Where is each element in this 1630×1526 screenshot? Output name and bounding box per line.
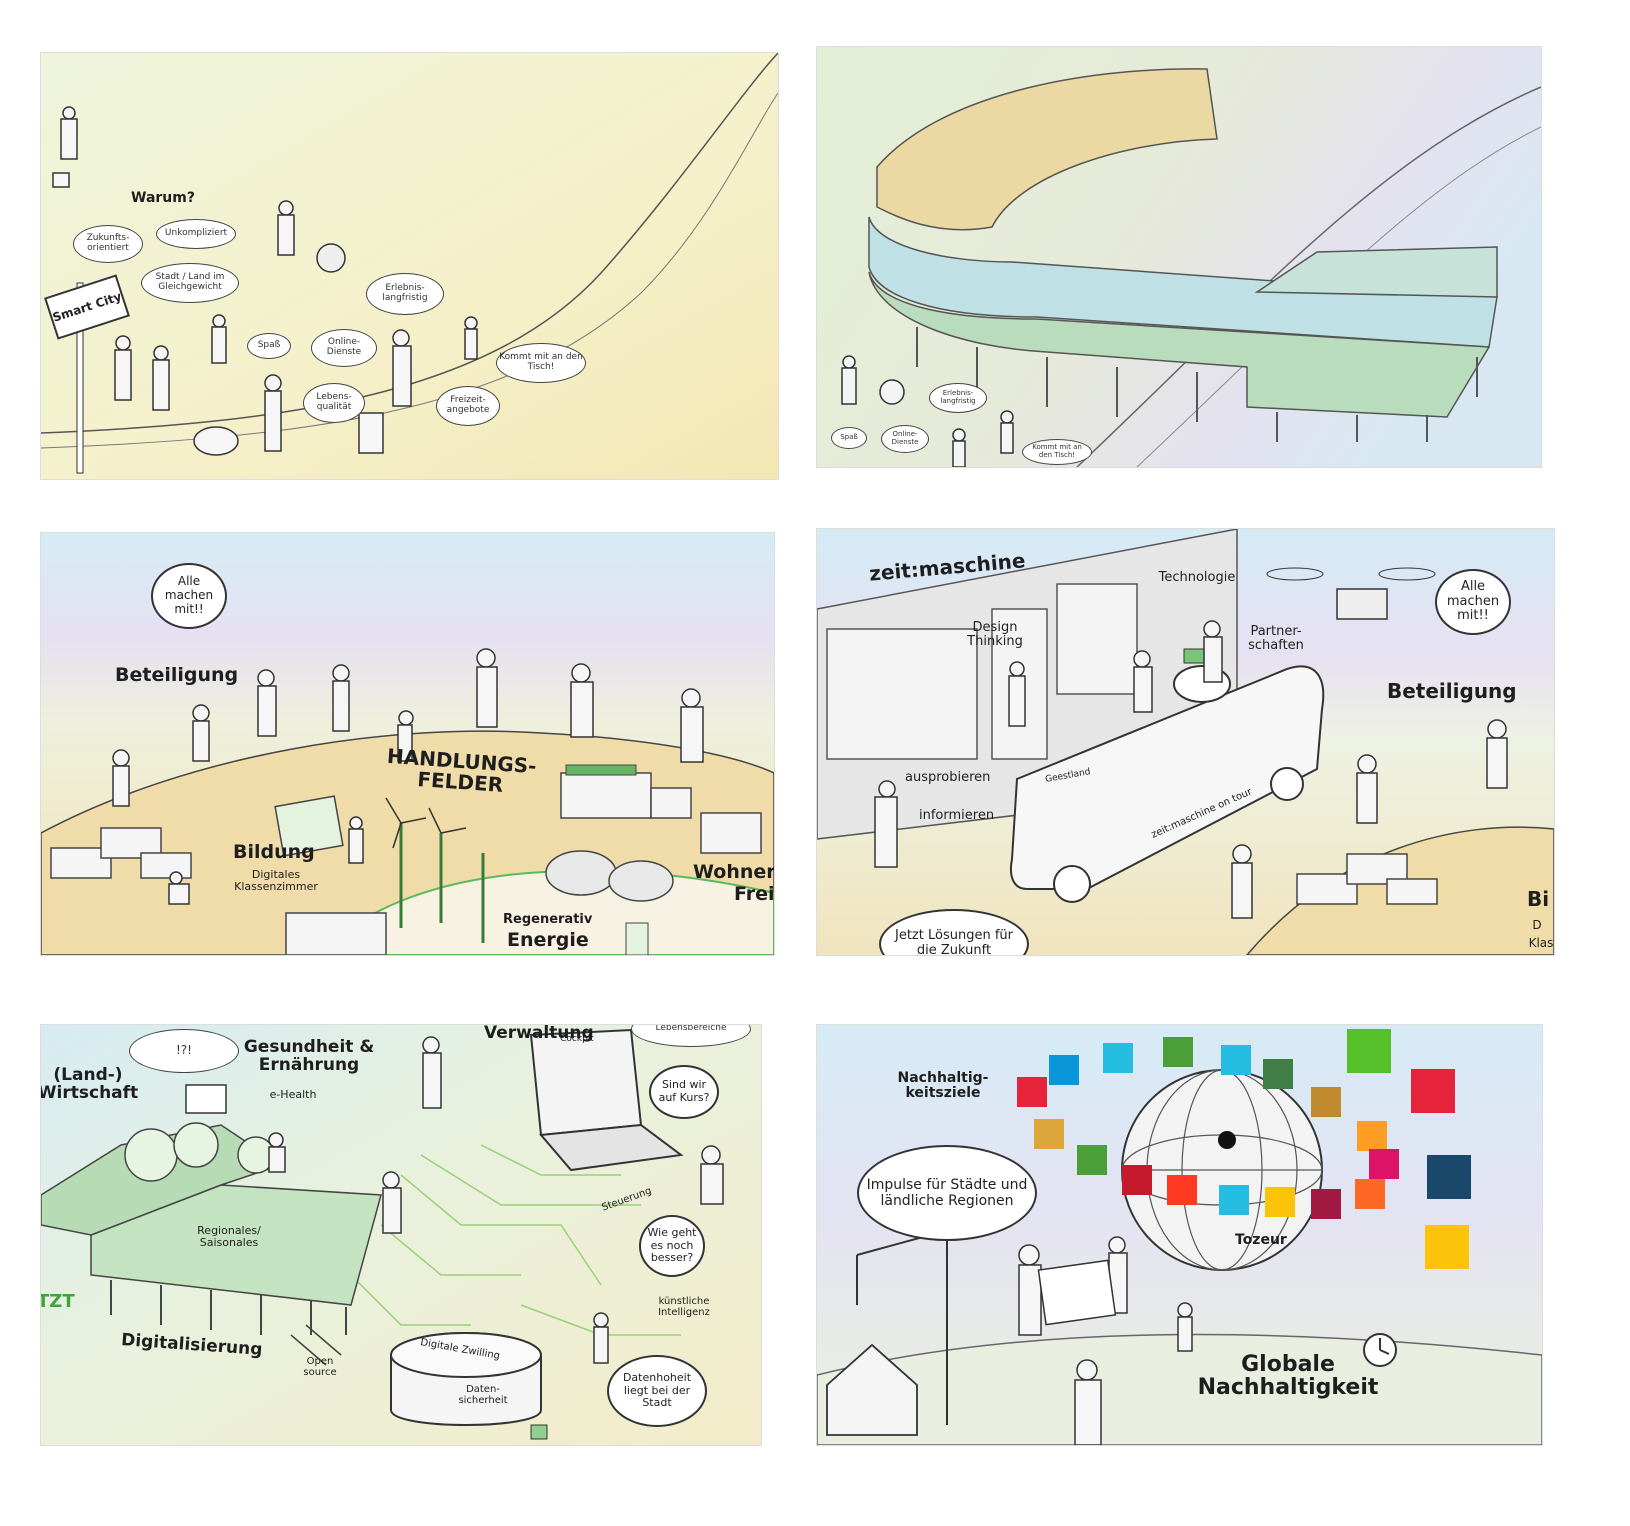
sdg-tile-7 bbox=[1311, 1087, 1341, 1117]
speech-bubble-datenhoheit: Datenhoheit liegt bei der Stadt bbox=[607, 1355, 707, 1427]
label-jetzt: TZT bbox=[40, 1291, 75, 1312]
cloud-erlebnis: Erlebnis-langfristig bbox=[366, 273, 444, 315]
panel1-background bbox=[41, 53, 778, 479]
speech-bubble-impulse: Impulse für Städte und ländliche Regione… bbox=[857, 1145, 1037, 1241]
cloud-online-2: Online-Dienste bbox=[881, 425, 929, 453]
panel-nachhaltigkeit: Nachhaltig-keitsziele Impulse für Städte… bbox=[816, 1024, 1543, 1446]
cloud-kommt-mit: Kommt mit an den Tisch! bbox=[496, 343, 586, 383]
panel-platform: Erlebnis-langfristig Spaß Online-Dienste… bbox=[816, 46, 1542, 468]
cloud-spass: Spaß bbox=[247, 333, 291, 359]
sdg-tile-15 bbox=[1265, 1187, 1295, 1217]
speech-bubble-kurs: Sind wir auf Kurs? bbox=[649, 1065, 719, 1119]
label-ki: künstliche Intelligenz bbox=[658, 1296, 710, 1318]
label-regionales: Regionales/ Saisonales bbox=[197, 1224, 261, 1249]
panel-handlungsfelder: Alle machen mit!! Beteiligung HANDLUNGS-… bbox=[40, 532, 775, 956]
label-regenerativ: Regenerativ bbox=[503, 912, 593, 927]
sdg-tile-3 bbox=[1103, 1043, 1133, 1073]
sdg-tile-19 bbox=[1355, 1179, 1385, 1209]
label-energie: Energie bbox=[507, 929, 589, 951]
cloud-exclaim: !?! bbox=[129, 1029, 239, 1073]
sdg-tile-17 bbox=[1357, 1121, 1387, 1151]
cloud-lebensqualitaet: Lebens-qualität bbox=[303, 383, 365, 423]
cloud-unkompliziert: Unkompliziert bbox=[156, 219, 236, 249]
sdg-tile-16 bbox=[1311, 1189, 1341, 1219]
cloud-zukunftsorientiert: Zukunfts-orientiert bbox=[73, 225, 143, 263]
label-design-thinking: Design Thinking bbox=[967, 620, 1023, 649]
panel-zeitmaschine: zeit:maschine Design Thinking Technologi… bbox=[816, 528, 1555, 956]
panel5-background bbox=[41, 1025, 761, 1445]
sdg-tile-13 bbox=[1167, 1175, 1197, 1205]
panel2-background bbox=[817, 47, 1541, 467]
panel-digitalisierung: !?! (Land-) Wirtschaft Gesundheit & Ernä… bbox=[40, 1024, 762, 1446]
label-frei: Frei bbox=[734, 883, 775, 905]
label-open-source: Open source bbox=[303, 1356, 337, 1378]
label-bi: Bi bbox=[1527, 887, 1550, 911]
speech-bubble-besser: Wie geht es noch besser? bbox=[639, 1215, 705, 1277]
cloud-kommt-mit-2: Kommt mit an den Tisch! bbox=[1022, 439, 1092, 465]
sdg-tile-10 bbox=[1034, 1119, 1064, 1149]
sdg-tile-5 bbox=[1221, 1045, 1251, 1075]
label-bildung: Bildung bbox=[233, 841, 315, 863]
cloud-erlebnis-2: Erlebnis-langfristig bbox=[929, 383, 987, 413]
sdg-tile-14 bbox=[1219, 1185, 1249, 1215]
sdg-tile-11 bbox=[1077, 1145, 1107, 1175]
why-label: Warum? bbox=[131, 190, 195, 206]
sdg-tile-6 bbox=[1263, 1059, 1293, 1089]
cloud-freizeitangebote: Freizeit-angebote bbox=[436, 386, 500, 426]
label-klas: Klas bbox=[1528, 936, 1554, 950]
sdg-tile-21 bbox=[1425, 1225, 1469, 1269]
label-gesundheit: Gesundheit & Ernährung bbox=[243, 1037, 375, 1075]
label-informieren: informieren bbox=[919, 808, 995, 823]
sdg-tile-12 bbox=[1122, 1165, 1152, 1195]
label-d: D bbox=[1532, 918, 1542, 932]
label-technologie: Technologie bbox=[1158, 570, 1236, 585]
sdg-tile-2 bbox=[1049, 1055, 1079, 1085]
label-wohnen: Wohner bbox=[693, 861, 775, 883]
label-nachhaltigkeitsziele: Nachhaltig-keitsziele bbox=[897, 1070, 989, 1101]
cloud-online-dienste: Online-Dienste bbox=[311, 329, 377, 367]
label-cockpit: Cockpit bbox=[560, 1034, 594, 1044]
sdg-tile-1 bbox=[1017, 1077, 1047, 1107]
speech-bubble-alle-machen-mit: Alle machen mit!! bbox=[151, 563, 227, 629]
label-beteiligung: Beteiligung bbox=[115, 664, 239, 686]
sdg-tile-4 bbox=[1163, 1037, 1193, 1067]
label-partnerschaften: Partner-schaften bbox=[1248, 624, 1304, 653]
label-digitales-klassenzimmer: Digitales Klassenzimmer bbox=[234, 868, 318, 893]
label-beteiligung-2: Beteiligung bbox=[1387, 679, 1517, 703]
panel4-background bbox=[817, 529, 1554, 955]
sdg-tile-18 bbox=[1369, 1149, 1399, 1179]
speech-bubble-loesungen: Jetzt Lösungen für die Zukunft bbox=[879, 909, 1029, 955]
cloud-spass-2: Spaß bbox=[831, 427, 867, 449]
label-tozeur: Tozeur bbox=[1235, 1232, 1287, 1248]
label-verwaltung: Verwaltung bbox=[484, 1024, 594, 1043]
sdg-tile-9 bbox=[1411, 1069, 1455, 1113]
label-datensicherheit: Daten-sicherheit bbox=[458, 1384, 508, 1406]
cloud-stadt-land: Stadt / Land im Gleichgewicht bbox=[141, 263, 239, 303]
label-ehealth: e-Health bbox=[269, 1088, 317, 1101]
label-ausprobieren: ausprobieren bbox=[905, 770, 991, 785]
sdg-tile-8 bbox=[1347, 1029, 1391, 1073]
speech-bubble-alle-machen-mit-2: Alle machen mit!! bbox=[1435, 569, 1511, 635]
label-globale-nachhaltigkeit: Globale Nachhaltigkeit bbox=[1197, 1352, 1379, 1401]
panel-why-smart-city: Warum? Smart City Zukunfts-orientiert Un… bbox=[40, 52, 779, 480]
label-landwirtschaft: (Land-) Wirtschaft bbox=[40, 1065, 139, 1103]
sdg-tile-20 bbox=[1427, 1155, 1471, 1199]
